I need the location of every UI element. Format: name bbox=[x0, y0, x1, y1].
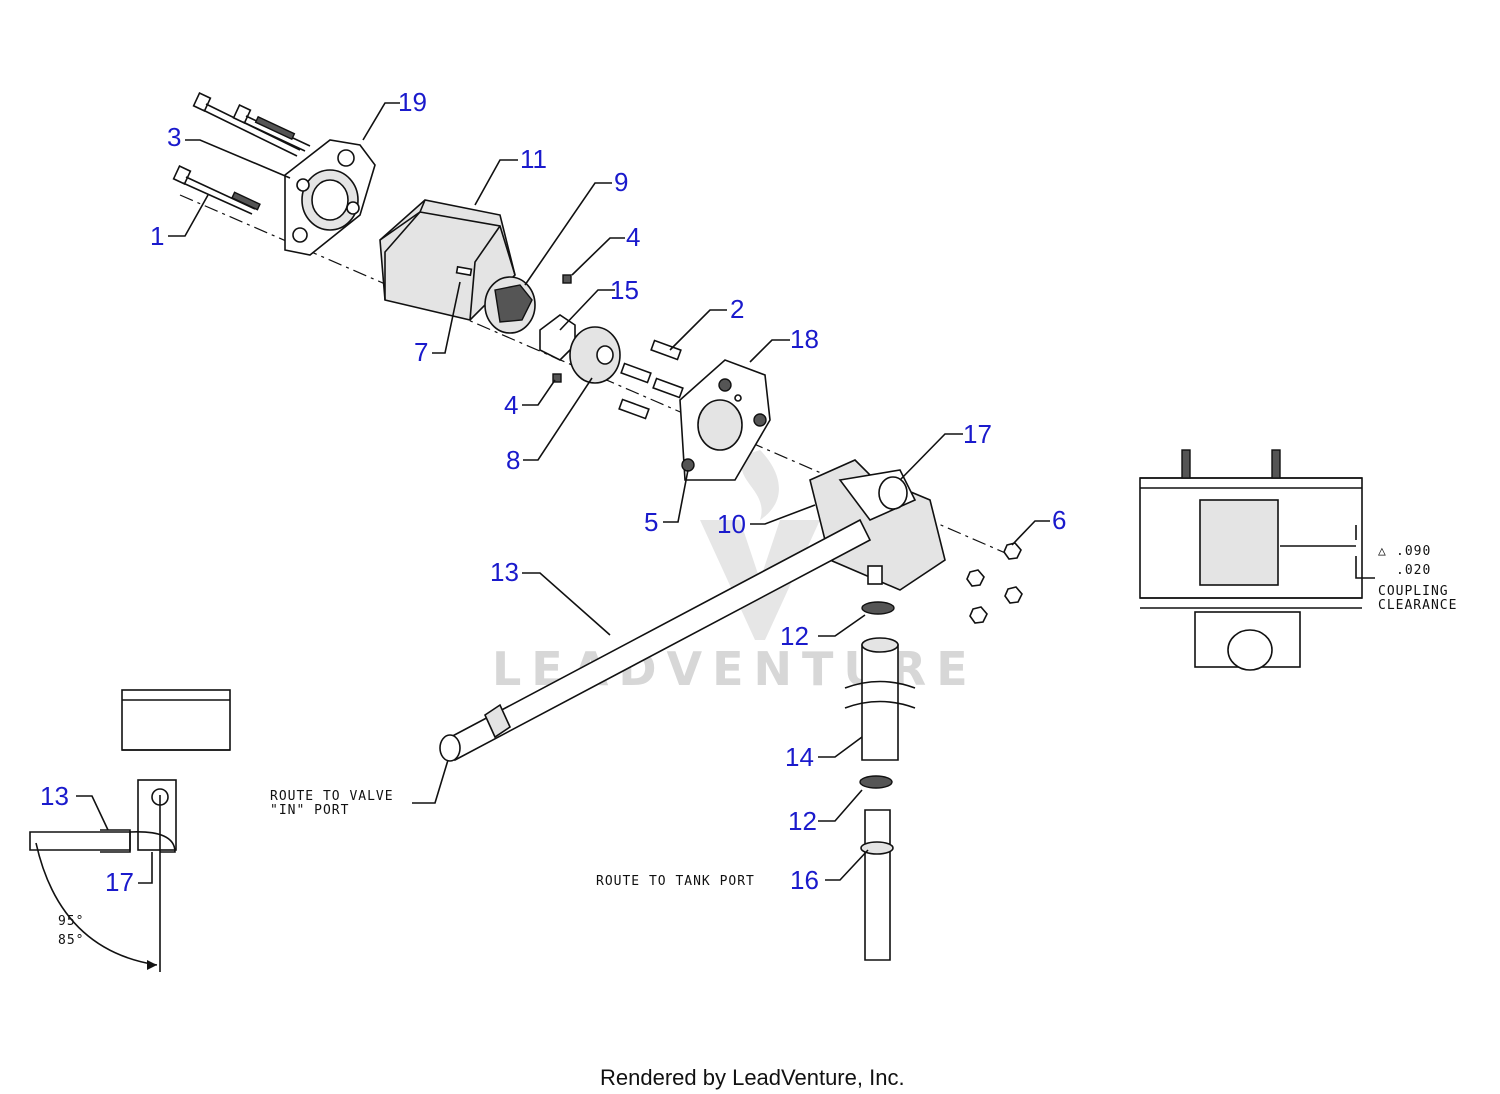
callout-18: 18 bbox=[790, 324, 819, 354]
note-coupling-line2: CLEARANCE bbox=[1378, 598, 1457, 613]
callout-4b: 4 bbox=[504, 390, 518, 420]
callout-15: 15 bbox=[610, 275, 639, 305]
callout-3: 3 bbox=[167, 122, 181, 152]
key-7 bbox=[455, 265, 473, 277]
clamp-12a bbox=[861, 601, 895, 615]
callout-8: 8 bbox=[506, 445, 520, 475]
callout-7: 7 bbox=[414, 337, 428, 367]
callouts: 1 2 3 4 4 5 6 7 8 9 10 11 12 12 13 13 14… bbox=[40, 87, 1066, 897]
callout-10: 10 bbox=[717, 509, 746, 539]
notes: ROUTE TO VALVE "IN" PORT ROUTE TO TANK P… bbox=[58, 544, 1457, 948]
flange-plate bbox=[284, 139, 376, 256]
callout-11: 11 bbox=[520, 144, 547, 174]
callout-19: 19 bbox=[398, 87, 427, 117]
bolt-1 bbox=[172, 92, 311, 215]
callout-2: 2 bbox=[730, 294, 744, 324]
note-angle-high: 95° bbox=[58, 914, 84, 929]
leader-lines bbox=[76, 102, 1050, 884]
callout-1: 1 bbox=[150, 221, 164, 251]
callout-6: 6 bbox=[1052, 505, 1066, 535]
note-coupling-line1: COUPLING bbox=[1378, 584, 1449, 599]
nuts-6 bbox=[966, 542, 1023, 624]
callout-12b: 12 bbox=[788, 806, 817, 836]
setscrew-4a bbox=[562, 274, 572, 284]
note-clearance-low: .020 bbox=[1396, 563, 1431, 578]
note-angle-low: 85° bbox=[58, 933, 84, 948]
note-clearance-high: .090 bbox=[1396, 544, 1431, 559]
callout-16: 16 bbox=[790, 865, 819, 895]
footer-credit: Rendered by LeadVenture, Inc. bbox=[600, 1065, 905, 1090]
note-triangle-icon: △ bbox=[1378, 544, 1387, 559]
note-tank: ROUTE TO TANK PORT bbox=[596, 874, 755, 889]
angle-arrow-icon bbox=[147, 960, 157, 970]
watermark-flame-icon bbox=[741, 450, 779, 520]
note-valve-line1: ROUTE TO VALVE bbox=[270, 789, 394, 804]
note-valve-line2: "IN" PORT bbox=[270, 803, 349, 818]
callout-13: 13 bbox=[490, 557, 519, 587]
adapter-plate bbox=[679, 359, 771, 481]
barb-fitting bbox=[864, 809, 891, 961]
inset-coupling-view bbox=[1139, 449, 1375, 671]
callout-4a: 4 bbox=[626, 222, 640, 252]
callout-17b: 17 bbox=[105, 867, 134, 897]
clamp-12b bbox=[859, 775, 893, 789]
coupling-assembly bbox=[484, 274, 621, 384]
pump-outlet bbox=[867, 565, 883, 585]
inset-angle-view bbox=[29, 689, 231, 972]
pressure-hose bbox=[439, 518, 872, 762]
callout-12a: 12 bbox=[780, 621, 809, 651]
coupling-guard bbox=[379, 199, 516, 321]
callout-17: 17 bbox=[963, 419, 992, 449]
suction-hose-assembly bbox=[844, 601, 916, 961]
elbow-fitting bbox=[878, 476, 908, 510]
pump-body bbox=[809, 459, 946, 591]
callout-13b: 13 bbox=[40, 781, 69, 811]
bolt-2 bbox=[618, 339, 684, 420]
callout-5: 5 bbox=[644, 507, 658, 537]
setscrew-4b bbox=[552, 373, 562, 383]
callout-9: 9 bbox=[614, 167, 628, 197]
callout-14: 14 bbox=[785, 742, 814, 772]
